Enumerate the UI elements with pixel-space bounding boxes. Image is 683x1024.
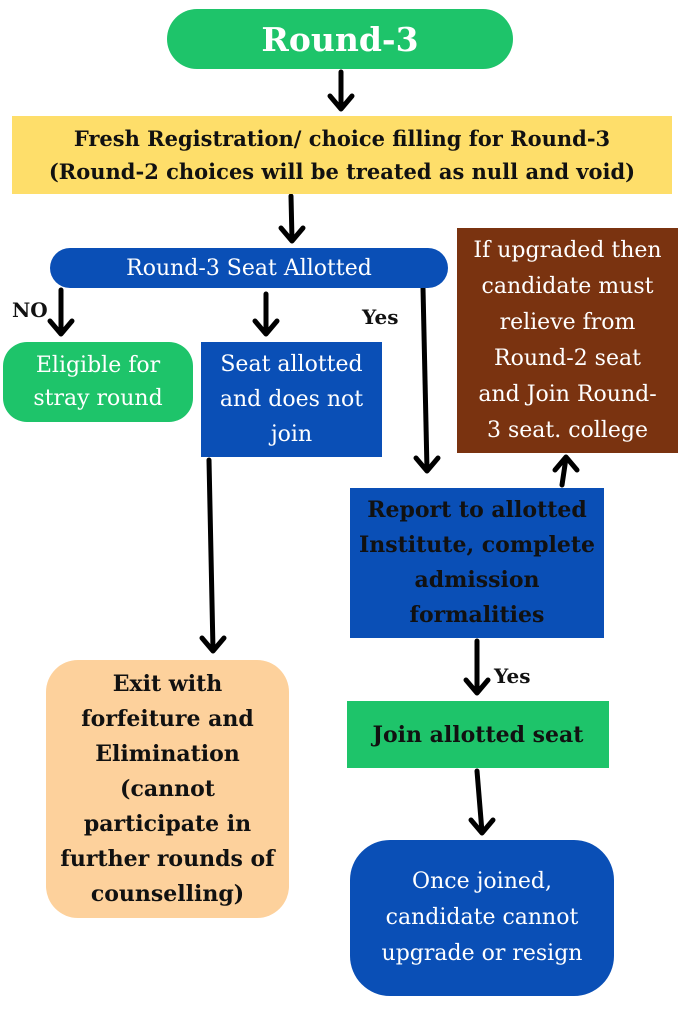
exit-line-5: participate in (83, 810, 252, 837)
label-no: NO (12, 298, 48, 322)
join-seat-box: Join allotted seat (347, 701, 609, 768)
arrow-allotted-to-stray (47, 287, 75, 337)
report-line-3: admission (414, 567, 540, 593)
arrow-report-to-join (463, 638, 491, 696)
round-title: Round-3 (167, 9, 513, 69)
label-yes-allotted: Yes (362, 305, 399, 329)
not-join-line-3: join (270, 422, 313, 447)
join-seat-text: Join allotted seat (372, 721, 584, 748)
arrow-join-to-final (468, 768, 496, 836)
exit-line-1: Exit with (112, 670, 223, 697)
upgrade-line-3: relieve from (499, 309, 636, 335)
exit-line-3: Elimination (95, 740, 240, 767)
upgrade-line-6: 3 seat. college (486, 417, 648, 443)
seat-allotted-text: Round-3 Seat Allotted (126, 255, 372, 281)
not-join-line-2: and does not (219, 387, 364, 412)
fresh-registration-box: Fresh Registration/ choice filling for R… (12, 116, 672, 194)
arrow-allotted-to-report (413, 285, 441, 474)
upgrade-line-1: If upgraded then (473, 237, 662, 263)
report-line-4: formalities (409, 602, 545, 628)
eligible-stray-box: Eligible for stray round (3, 342, 193, 422)
upgrade-line-2: candidate must (481, 273, 654, 299)
upgrade-line-5: and Join Round- (478, 381, 657, 407)
exit-box: Exit with forfeiture and Elimination (ca… (46, 660, 289, 918)
fresh-registration-line-2: (Round-2 choices will be treated as null… (48, 159, 636, 184)
exit-line-2: forfeiture and (81, 705, 254, 732)
not-join-line-1: Seat allotted (220, 352, 363, 377)
final-line-3: upgrade or resign (381, 941, 583, 966)
report-line-1: Report to allotted (367, 497, 587, 523)
exit-line-7: counselling) (90, 880, 245, 907)
final-line-2: candidate cannot (385, 905, 579, 930)
seat-allotted-box: Round-3 Seat Allotted (50, 248, 448, 288)
arrow-not-join-to-exit (199, 457, 227, 654)
round-title-text: Round-3 (261, 19, 419, 59)
arrow-report-to-upgrade (552, 454, 580, 488)
exit-line-6: further rounds of (60, 845, 275, 872)
report-line-2: Institute, complete (358, 532, 596, 558)
arrow-allotted-to-not-join (252, 291, 280, 337)
stray-line-1: Eligible for (35, 353, 161, 378)
label-yes-report: Yes (494, 664, 531, 688)
arrow-title-to-registration (327, 69, 355, 112)
final-line-1: Once joined, (412, 869, 552, 894)
upgrade-line-4: Round-2 seat (494, 345, 641, 371)
report-box: Report to allotted Institute, complete a… (350, 488, 604, 638)
arrow-registration-to-allotted (278, 193, 306, 244)
upgrade-box: If upgraded then candidate must relieve … (457, 228, 678, 453)
final-box: Once joined, candidate cannot upgrade or… (350, 840, 614, 996)
not-join-box: Seat allotted and does not join (201, 342, 382, 457)
stray-line-2: stray round (33, 386, 163, 411)
fresh-registration-line-1: Fresh Registration/ choice filling for R… (73, 126, 611, 151)
exit-line-4: (cannot (120, 775, 215, 802)
